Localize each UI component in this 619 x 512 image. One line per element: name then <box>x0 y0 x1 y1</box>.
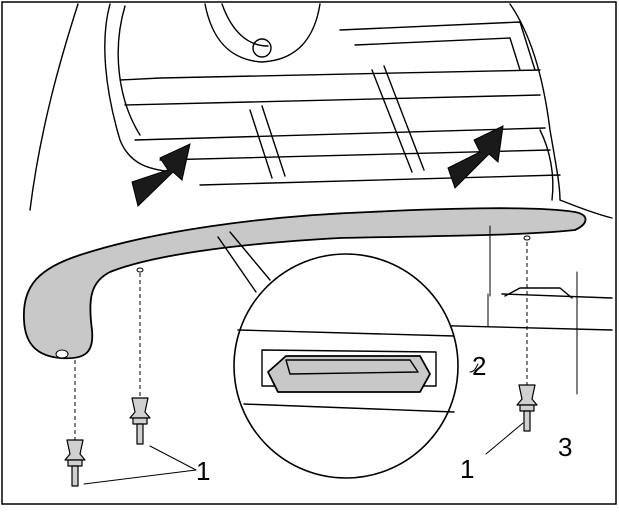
callout-bumper-body: 3 <box>558 432 572 462</box>
push-direction-arrows <box>131 125 504 207</box>
push-rivet-icon <box>64 439 86 487</box>
trim-strip <box>23 207 587 360</box>
callout-fastener-group: 1 <box>196 456 210 486</box>
push-arrow-right-icon <box>447 125 504 189</box>
trim-hole-middle <box>136 267 144 273</box>
trim-hole-left <box>55 349 69 359</box>
callout-fastener: 1 <box>460 454 474 484</box>
push-arrow-left-icon <box>131 143 191 207</box>
diagram-border <box>1 1 617 505</box>
leader-lines <box>83 422 524 485</box>
vehicle-front <box>29 3 613 395</box>
fasteners <box>64 384 538 487</box>
push-rivet-icon <box>516 384 538 432</box>
callout-trim-strip: 2 <box>472 351 486 381</box>
detail-magnifier <box>217 231 479 479</box>
trim-hole-right <box>523 235 531 241</box>
fastener-guides <box>74 225 528 440</box>
push-rivet-icon <box>129 397 151 445</box>
